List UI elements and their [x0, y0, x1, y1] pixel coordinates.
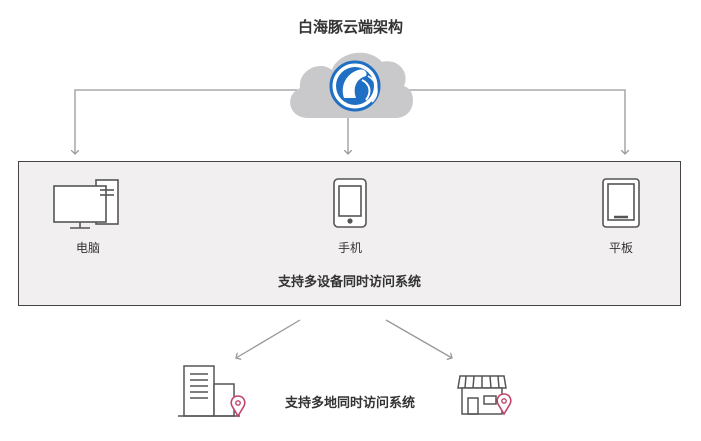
- dolphin-logo-icon: [329, 60, 381, 112]
- device-label-computer: 电脑: [75, 241, 100, 255]
- diagram-title: 白海豚云端架构: [297, 18, 403, 36]
- mobile-phone-icon: [333, 178, 367, 228]
- tablet-icon: [602, 178, 640, 228]
- multi-location-caption: 支持多地同时访问系统: [284, 396, 415, 411]
- device-label-phone: 手机: [337, 241, 362, 255]
- connector-to-store: [385, 319, 452, 358]
- connector-to-tablet: [405, 89, 625, 154]
- connector-to-office: [236, 319, 301, 358]
- cloud-connectors: [75, 89, 625, 154]
- panel-connectors: [236, 319, 452, 358]
- storefront-location-icon: [457, 375, 512, 416]
- desktop-computer-icon: [53, 179, 119, 229]
- office-building-location-icon: [178, 365, 246, 418]
- devices-panel: [18, 161, 681, 306]
- device-label-tablet: 平板: [608, 241, 633, 255]
- connector-to-computer: [75, 89, 300, 154]
- multi-device-caption: 支持多设备同时访问系统: [277, 275, 421, 290]
